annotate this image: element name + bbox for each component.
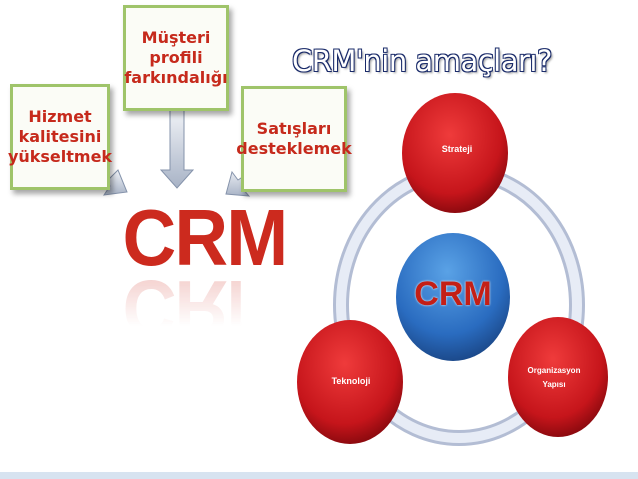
- slide-bottom-bar: [0, 472, 638, 479]
- crm-logo-text: CRM: [122, 193, 288, 282]
- crm-logo-reflection: CRM: [122, 264, 287, 353]
- box-hizmet-kalitesi-label: Hizmet kalitesini yükseltmek: [7, 107, 113, 166]
- node-strateji-circle: [402, 93, 508, 213]
- node-strateji-label: Strateji: [441, 144, 473, 154]
- box-satislari-desteklemek-label: Satışları desteklemek: [236, 119, 352, 158]
- center-crm-label: CRM: [414, 275, 492, 313]
- page-title: CRM'nin amaçları?: [292, 44, 552, 78]
- node-teknoloji-circle: [297, 320, 403, 444]
- node-organizasyon-label: Organizasyon Yapısı: [527, 366, 581, 389]
- box-musteri-profili: Müşteri profili farkındalığı: [123, 5, 229, 111]
- arrow-down-icon: [159, 107, 195, 189]
- box-musteri-profili-label: Müşteri profili farkındalığı: [124, 28, 228, 87]
- box-satislari-desteklemek: Satışları desteklemek: [236, 86, 352, 192]
- center-crm-circle: [396, 233, 510, 361]
- box-hizmet-kalitesi: Hizmet kalitesini yükseltmek: [7, 84, 113, 190]
- node-teknoloji-label: Teknoloji: [331, 376, 371, 386]
- node-organizasyon-circle: [508, 317, 608, 437]
